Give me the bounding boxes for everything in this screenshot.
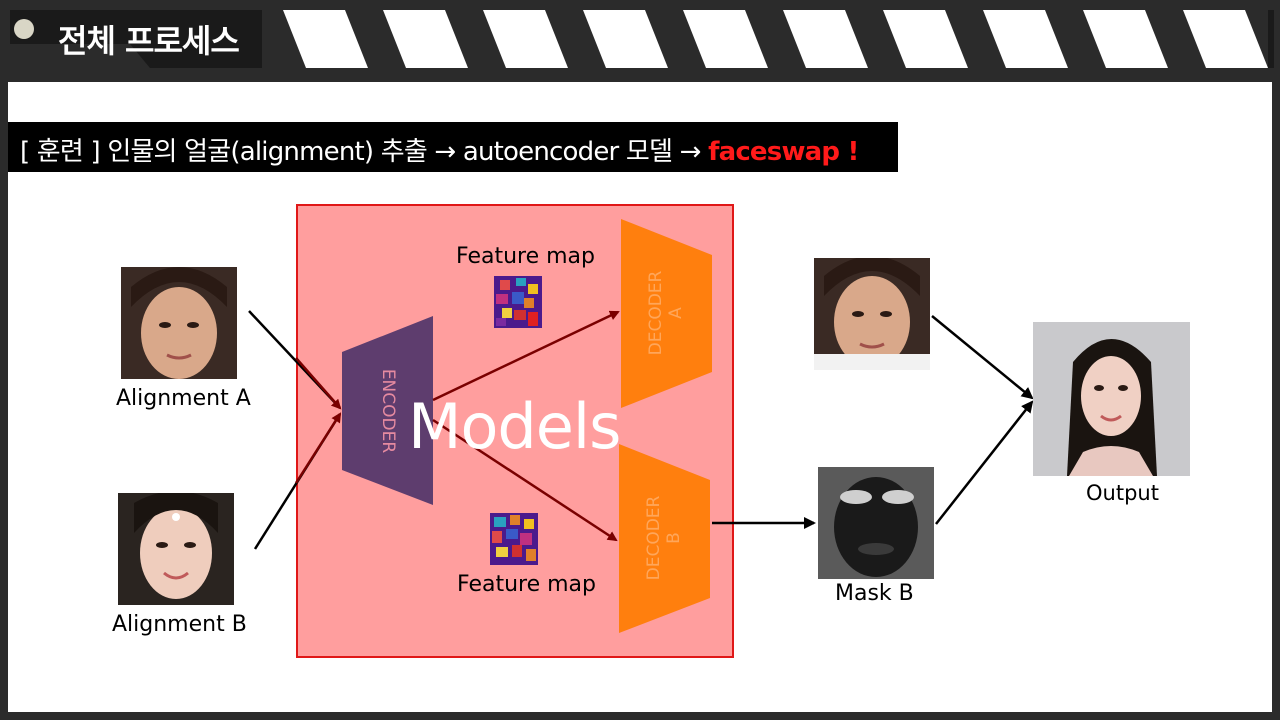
encoder-text: ENCODER xyxy=(378,368,398,454)
decoder-a-letter: A xyxy=(666,307,686,319)
alignment-a-image xyxy=(121,267,237,379)
decoder-b-text: DECODER B xyxy=(644,496,684,581)
face-b-illustration xyxy=(118,493,234,605)
feature-map-top-label: Feature map xyxy=(456,244,596,269)
face-a-illustration xyxy=(121,267,237,379)
banner-prefix: [ 훈련 ] 인물의 얼굴(alignment) 추출 → autoencode… xyxy=(20,137,709,167)
alignment-b-label: Alignment B xyxy=(112,612,247,637)
mask-b-image xyxy=(818,467,934,579)
banner-highlight: faceswap ! xyxy=(708,137,859,167)
output-face-illustration xyxy=(1033,322,1190,476)
mask-illustration xyxy=(818,467,934,579)
clapperboard-stripes xyxy=(0,0,1280,82)
alignment-b-image xyxy=(118,493,234,605)
header-bar xyxy=(0,0,1280,82)
arrow-b-segment-inside xyxy=(294,413,342,484)
page-title: 전체 프로세스 xyxy=(58,22,240,60)
decoder-b-letter: B xyxy=(664,532,684,544)
arrow-a-segment-inside xyxy=(295,357,341,409)
decoder-a-block xyxy=(621,219,712,408)
decoder-a-word: DECODER xyxy=(646,270,666,356)
models-label: Models xyxy=(408,390,621,463)
feature-map-top-image xyxy=(494,276,542,328)
process-banner xyxy=(8,122,898,172)
feature-map-bottom-label: Feature map xyxy=(457,572,597,597)
arrow-encoder-to-decoder-a xyxy=(432,310,620,402)
arrow-mask-to-output xyxy=(935,400,1034,525)
feature-map-bottom-image xyxy=(490,513,538,565)
encoder-block xyxy=(342,316,433,505)
decoder-b-block xyxy=(619,444,710,633)
arrow-face-to-output xyxy=(931,315,1034,400)
output-image xyxy=(1033,322,1190,476)
decoder-b-word: DECODER xyxy=(644,495,664,581)
face-decoded-illustration xyxy=(814,258,930,370)
arrow-encoder-to-decoder-b xyxy=(432,418,618,542)
banner-text: [ 훈련 ] 인물의 얼굴(alignment) 추출 → autoencode… xyxy=(20,131,859,168)
mask-b-label: Mask B xyxy=(835,581,914,606)
alignment-a-label: Alignment A xyxy=(116,386,251,411)
circle-bullet-icon xyxy=(14,19,34,39)
decoded-face-a-image xyxy=(814,258,930,370)
output-label: Output xyxy=(1086,481,1159,505)
decoder-a-text: DECODER A xyxy=(646,271,686,356)
